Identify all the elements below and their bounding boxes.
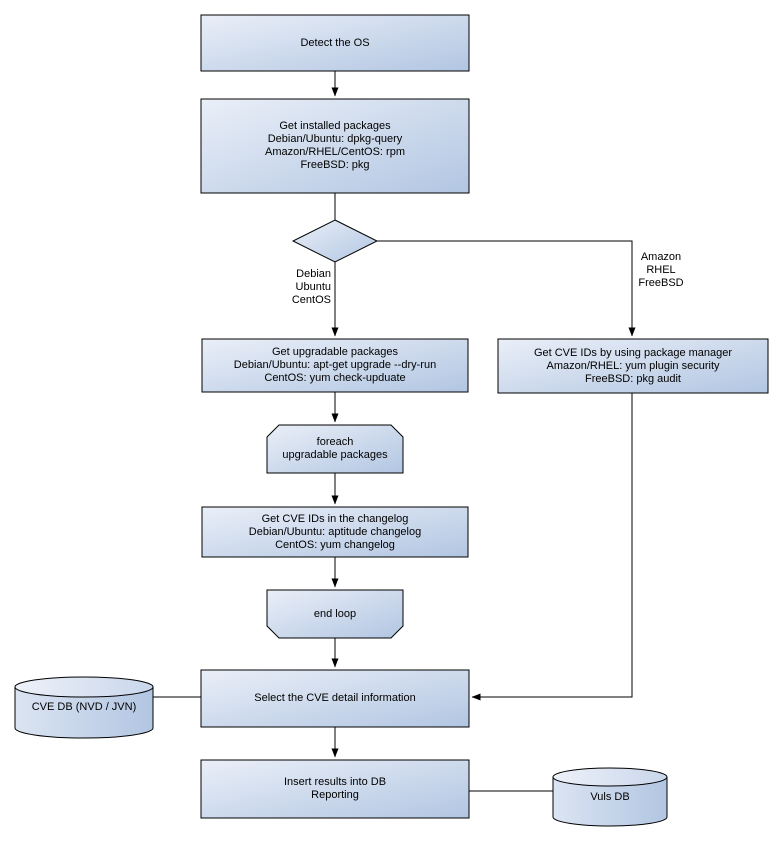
node-get-upgradable	[201, 338, 469, 393]
node-cve-db-cylinder	[14, 676, 154, 739]
label-branch-debian-ubuntu-centos: Debian Ubuntu CentOS	[291, 268, 331, 306]
node-get-installed	[200, 98, 470, 194]
edge-pkg-manager-to-select	[471, 393, 633, 701]
node-vuls-db-cylinder	[552, 767, 668, 827]
node-insert-report	[200, 759, 470, 819]
node-os-decision	[291, 219, 379, 263]
node-select-cve	[200, 669, 470, 728]
node-get-cve-pkg-manager	[497, 338, 769, 394]
edge-decision-to-pkg-manager	[377, 240, 636, 337]
label-branch-amazon-rhel-freebsd: Amazon RHEL FreeBSD	[638, 251, 684, 289]
node-end-loop	[266, 589, 404, 639]
node-detect-os	[200, 14, 470, 72]
node-foreach-loop	[266, 424, 404, 474]
node-get-cve-changelog	[201, 506, 469, 558]
